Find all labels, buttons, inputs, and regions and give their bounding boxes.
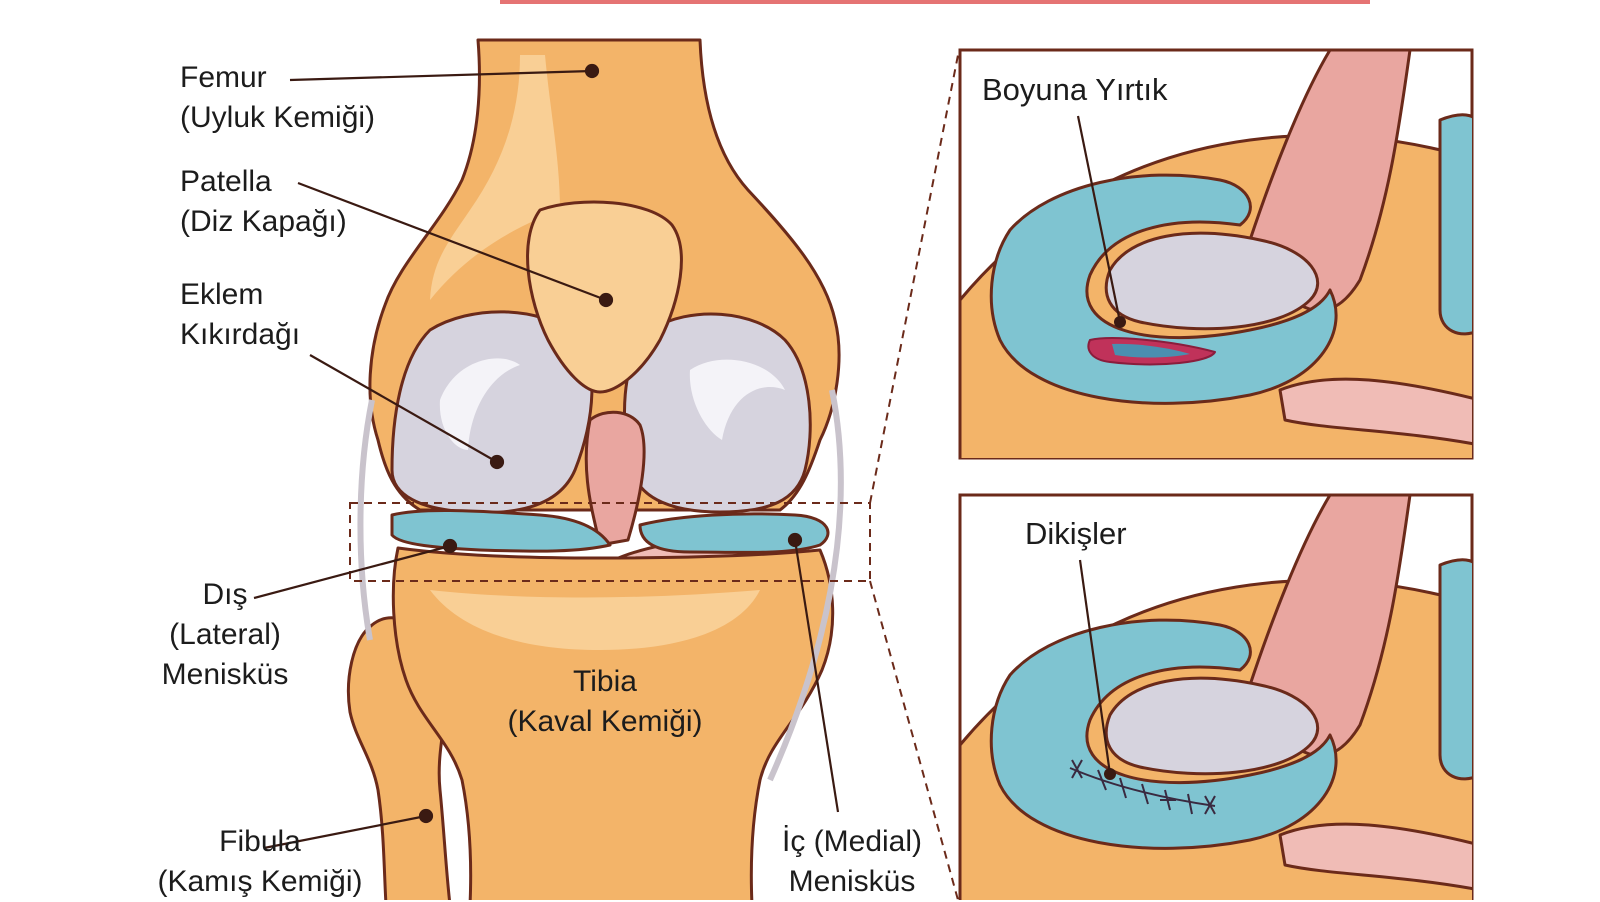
patella-label: Patella (Diz Kapağı) — [180, 162, 347, 242]
tibia-label: Tibia (Kaval Kemiği) — [490, 662, 720, 742]
meniscus-highlight-box — [349, 502, 871, 582]
lateral-meniscus-marker — [442, 538, 458, 554]
suture-marker — [1104, 768, 1116, 780]
knee-front-view — [346, 38, 844, 900]
repair-inset-meniscus — [989, 618, 1338, 850]
lateral-meniscus-label-line3: Menisküs — [161, 658, 289, 691]
suture-stitches — [1071, 759, 1216, 815]
cartilage-highlight — [439, 358, 520, 450]
cartilage-highlight-2 — [689, 359, 785, 440]
tear-inset-meniscus — [989, 173, 1338, 405]
inset-tear — [958, 48, 1474, 460]
femur-label-line2: (Uyluk Kemiği) — [180, 101, 376, 134]
lateral-meniscus-label-line1: Dış — [202, 578, 248, 611]
tear-lesion-inner — [1112, 343, 1190, 358]
patella-label-line1: Patella — [180, 165, 272, 198]
tear-leader — [1076, 115, 1122, 323]
suture-line — [1069, 767, 1216, 807]
medial-meniscus-label-line1: İç (Medial) — [781, 825, 923, 858]
tear-inset-ligament-2 — [1278, 377, 1472, 446]
medial-meniscus — [638, 512, 830, 554]
medial-meniscus-marker — [787, 532, 803, 548]
fibula-marker — [418, 808, 434, 824]
tibia-label-line1: Tibia — [573, 665, 637, 698]
femur-label-line1: Femur — [180, 61, 267, 94]
medial-meniscus-label-line2: Menisküs — [788, 865, 916, 898]
zoom-line-top — [869, 54, 959, 504]
tear-inset-title: Boyuna Yırtık — [982, 72, 1168, 107]
medial-meniscus-label: İç (Medial) Menisküs — [762, 822, 942, 902]
cartilage-label-line2: Kıkırdağı — [180, 318, 301, 351]
collateral-ligament-right — [767, 389, 844, 782]
cartilage-label: Eklem Kıkırdağı — [180, 275, 300, 355]
tear-inset-cartilage — [1104, 231, 1320, 331]
repair-inset-meniscus-right — [1438, 558, 1472, 781]
repair-inset-title: Dikişler — [1025, 516, 1127, 551]
fibula-label-line2: (Kamış Kemiği) — [157, 865, 363, 898]
tear-inset-meniscus-right — [1438, 113, 1472, 336]
inset-repair — [958, 493, 1474, 900]
femur-marker — [584, 63, 600, 79]
lateral-meniscus-label: Dış (Lateral) Menisküs — [130, 575, 320, 695]
lateral-meniscus-label-line2: (Lateral) — [169, 618, 281, 651]
femur-label: Femur (Uyluk Kemiği) — [180, 58, 375, 138]
tibia-shading — [430, 590, 760, 650]
patella-marker — [598, 292, 614, 308]
repair-inset-ligament-2 — [1278, 822, 1472, 891]
femur-shading — [430, 55, 560, 300]
header-rule — [500, 0, 1370, 4]
collateral-ligament-left — [357, 399, 375, 641]
tear-marker — [1114, 316, 1126, 328]
lateral-meniscus — [390, 508, 612, 553]
tibia-label-line2: (Kaval Kemiği) — [507, 705, 703, 738]
cartilage-marker — [489, 454, 505, 470]
cruciate-ligament — [584, 410, 646, 547]
fibula-label: Fibula (Kamış Kemiği) — [142, 822, 378, 902]
patella-label-line2: (Diz Kapağı) — [180, 205, 347, 238]
fibula-label-line1: Fibula — [219, 825, 301, 858]
cartilage-label-line1: Eklem — [180, 278, 264, 311]
suture-leader — [1078, 559, 1112, 775]
leader-lines — [253, 63, 840, 850]
repair-inset-cartilage — [1104, 676, 1320, 776]
